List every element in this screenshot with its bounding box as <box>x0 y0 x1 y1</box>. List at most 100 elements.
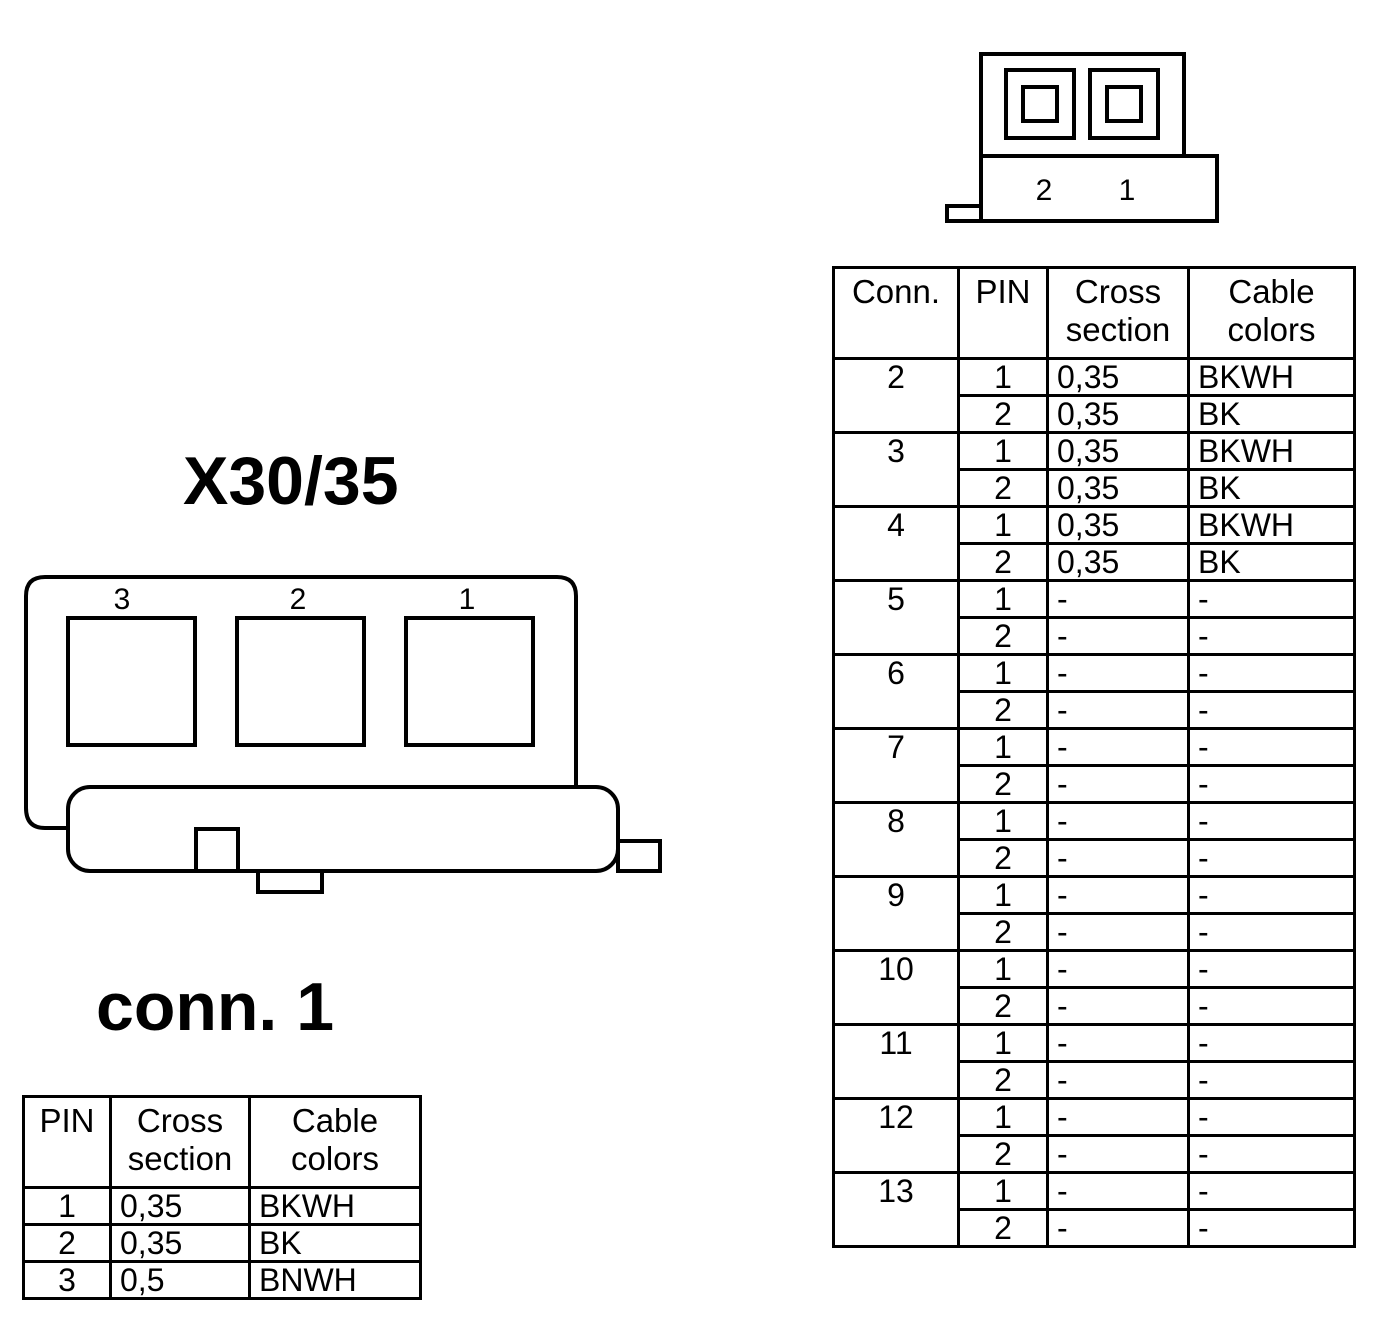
cross-section-cell: - <box>1046 1171 1190 1211</box>
cross-section-cell: 0,5 <box>109 1260 251 1300</box>
cross-section-cell: 0,35 <box>109 1223 251 1263</box>
cable-color-cell: BNWH <box>248 1260 422 1300</box>
cross-section-cell: - <box>1046 1023 1190 1063</box>
cable-color-cell: - <box>1187 875 1356 915</box>
header-cross-section: Cross section <box>1046 266 1190 360</box>
table-header-row: Conn. PIN Cross section Cable colors <box>832 266 1356 360</box>
connector-label-title: conn. 1 <box>96 969 335 1045</box>
cable-color-cell: - <box>1187 838 1356 878</box>
small-pin-label-2: 2 <box>1036 174 1053 207</box>
cross-section-cell: - <box>1046 727 1190 767</box>
cable-color-cell: - <box>1187 912 1356 952</box>
cross-section-cell: 0,35 <box>1046 431 1190 471</box>
cross-section-cell: - <box>1046 949 1190 989</box>
cross-section-cell: - <box>1046 912 1190 952</box>
cable-color-cell: - <box>1187 727 1356 767</box>
conn-cell: 13 <box>832 1171 960 1248</box>
pin-cell: 1 <box>957 653 1049 693</box>
connector-id-title: X30/35 <box>183 443 399 519</box>
pin-cell: 2 <box>957 1134 1049 1174</box>
pin-cell: 1 <box>957 505 1049 545</box>
conn-cell: 8 <box>832 801 960 878</box>
conn-cell: 4 <box>832 505 960 582</box>
cross-section-cell: - <box>1046 653 1190 693</box>
pin-cell: 2 <box>957 986 1049 1026</box>
cable-color-cell: - <box>1187 1097 1356 1137</box>
cable-color-cell: - <box>1187 616 1356 656</box>
table-row: 2-- <box>834 1134 1356 1174</box>
cross-section-cell: 0,35 <box>1046 357 1190 397</box>
pin-cell: 2 <box>957 468 1049 508</box>
pin-cell: 2 <box>957 1208 1049 1248</box>
cable-color-cell: - <box>1187 801 1356 841</box>
table-row: 2-- <box>834 690 1356 730</box>
table-row: 2-- <box>834 1208 1356 1248</box>
cable-color-cell: - <box>1187 1060 1356 1100</box>
table-row: 2-- <box>834 838 1356 878</box>
big-pin-label-2: 2 <box>290 583 307 616</box>
cross-section-cell: - <box>1046 838 1190 878</box>
cross-section-cell: - <box>1046 764 1190 804</box>
pin-cell: 2 <box>957 690 1049 730</box>
table-row: 2-- <box>834 1060 1356 1100</box>
cable-color-cell: BKWH <box>1187 431 1356 471</box>
cable-color-cell: - <box>1187 1208 1356 1248</box>
pin-cell: 1 <box>957 431 1049 471</box>
cross-section-cell: - <box>1046 986 1190 1026</box>
cable-color-cell: BKWH <box>1187 505 1356 545</box>
pin-cell: 1 <box>957 1097 1049 1137</box>
big-connector-icon <box>24 575 662 894</box>
cable-color-cell: - <box>1187 1171 1356 1211</box>
pin-cell: 2 <box>957 764 1049 804</box>
conn-cell: 3 <box>832 431 960 508</box>
pin-cell: 2 <box>957 912 1049 952</box>
conn-cell: 6 <box>832 653 960 730</box>
pin-cell: 2 <box>957 1060 1049 1100</box>
conn-cell: 11 <box>832 1023 960 1100</box>
cable-color-cell: - <box>1187 949 1356 989</box>
header-pin: PIN <box>957 266 1049 360</box>
cross-section-cell: 0,35 <box>1046 505 1190 545</box>
cable-color-cell: BK <box>1187 542 1356 582</box>
cross-section-cell: - <box>1046 579 1190 619</box>
table-row: 2-- <box>834 764 1356 804</box>
cable-color-cell: BK <box>1187 468 1356 508</box>
pin-cell: 1 <box>957 357 1049 397</box>
pin-cell: 2 <box>957 616 1049 656</box>
big-pin-label-3: 3 <box>114 583 131 616</box>
cross-section-cell: 0,35 <box>109 1186 251 1226</box>
pin-cell: 2 <box>957 542 1049 582</box>
cross-section-cell: 0,35 <box>1046 394 1190 434</box>
cross-section-cell: - <box>1046 1097 1190 1137</box>
pin-cell: 1 <box>957 1171 1049 1211</box>
cross-section-cell: 0,35 <box>1046 542 1190 582</box>
pin-cell: 1 <box>957 949 1049 989</box>
table-row: 2-- <box>834 616 1356 656</box>
pin-cell: 1 <box>957 875 1049 915</box>
cross-section-cell: - <box>1046 801 1190 841</box>
cross-section-cell: - <box>1046 1208 1190 1248</box>
cable-color-cell: BK <box>248 1223 422 1263</box>
cable-color-cell: - <box>1187 690 1356 730</box>
pin-cell: 2 <box>957 838 1049 878</box>
cross-section-cell: - <box>1046 690 1190 730</box>
conn-cell: 10 <box>832 949 960 1026</box>
conn-cell: 2 <box>832 357 960 434</box>
cable-color-cell: - <box>1187 1023 1356 1063</box>
